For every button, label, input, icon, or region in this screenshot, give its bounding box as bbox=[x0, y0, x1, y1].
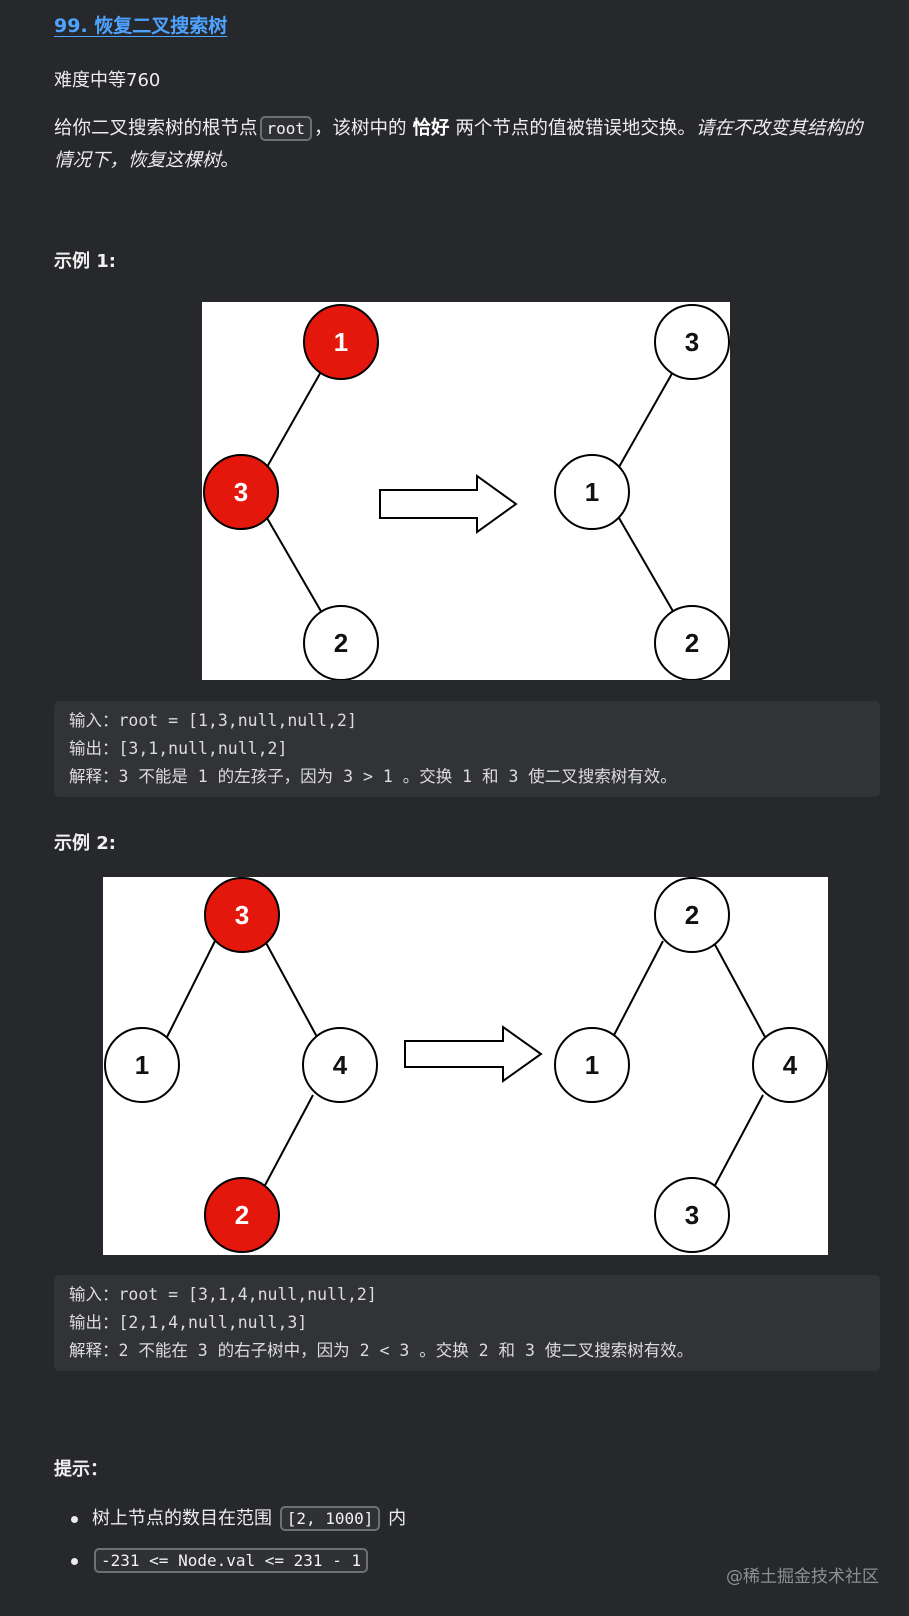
svg-text:3: 3 bbox=[685, 327, 699, 357]
desc-end: 。 bbox=[220, 150, 240, 171]
watermark: @稀土掘金技术社区 bbox=[726, 1567, 879, 1587]
example-1-tree-diagram: 1 3 2 3 1 2 bbox=[203, 304, 730, 680]
tree-node: 3 bbox=[203, 454, 279, 530]
example-2-tree-diagram: 3 1 4 2 2 1 bbox=[104, 877, 828, 1253]
svg-text:2: 2 bbox=[235, 1200, 249, 1230]
edge bbox=[618, 517, 675, 614]
list-item: -231 <= Node.val <= 231 - 1 bbox=[54, 1545, 406, 1587]
tip-2-code: -231 <= Node.val <= 231 - 1 bbox=[94, 1548, 369, 1573]
desc-text-3: 两个节点的值被错误地交换。 bbox=[455, 118, 696, 139]
tips-list: 树上节点的数目在范围 [2, 1000] 内 -231 <= Node.val … bbox=[54, 1503, 406, 1587]
example-2-explanation: 解释：2 不能在 3 的右子树中，因为 2 < 3 。交换 2 和 3 使二叉搜… bbox=[69, 1341, 694, 1360]
edge bbox=[612, 940, 664, 1038]
svg-text:3: 3 bbox=[235, 900, 249, 930]
tree-node: 2 bbox=[303, 605, 379, 680]
tree-node: 4 bbox=[752, 1027, 828, 1103]
edge bbox=[266, 517, 323, 614]
desc-text-1: 给你二叉搜索树的根节点 bbox=[54, 118, 258, 139]
example-2-output: 输出：[2,1,4,null,null,3] bbox=[69, 1313, 308, 1332]
example-2-figure: 3 1 4 2 2 1 bbox=[103, 877, 828, 1255]
example-1-input: 输入：root = [1,3,null,null,2] bbox=[69, 711, 357, 730]
example-1-output: 输出：[3,1,null,null,2] bbox=[69, 739, 288, 758]
difficulty-label: 难度中等760 bbox=[54, 70, 161, 91]
tree-node: 2 bbox=[654, 877, 730, 953]
tree-node: 3 bbox=[654, 1177, 730, 1253]
example-1-explanation: 解释：3 不能是 1 的左孩子，因为 3 > 1 。交换 1 和 3 使二叉搜索… bbox=[69, 767, 677, 786]
tree-node: 2 bbox=[654, 605, 730, 680]
svg-text:1: 1 bbox=[334, 327, 348, 357]
example-2-input: 输入：root = [3,1,4,null,null,2] bbox=[69, 1285, 377, 1304]
root-code: root bbox=[259, 116, 313, 141]
tree-node: 1 bbox=[554, 454, 630, 530]
svg-text:4: 4 bbox=[783, 1050, 798, 1080]
svg-text:3: 3 bbox=[685, 1200, 699, 1230]
example-1-figure: 1 3 2 3 1 2 bbox=[202, 302, 730, 680]
example-2-before-tree: 3 1 4 2 bbox=[104, 877, 378, 1253]
svg-text:3: 3 bbox=[234, 477, 248, 507]
edge bbox=[618, 369, 675, 468]
example-1-before-tree: 1 3 2 bbox=[203, 304, 379, 680]
svg-text:4: 4 bbox=[333, 1050, 348, 1080]
edge bbox=[712, 940, 766, 1038]
example-1-title: 示例 1: bbox=[54, 251, 116, 272]
example-2-code-block: 输入：root = [3,1,4,null,null,2] 输出：[2,1,4,n… bbox=[54, 1275, 880, 1371]
edge bbox=[262, 1094, 314, 1190]
problem-title[interactable]: 99. 恢复二叉搜索树 bbox=[54, 15, 228, 37]
tip-1-code: [2, 1000] bbox=[279, 1506, 381, 1531]
edge bbox=[264, 940, 318, 1038]
tip-1-end: 内 bbox=[388, 1508, 407, 1529]
desc-text-2: ，该树中的 bbox=[314, 118, 407, 139]
example-1-code-block: 输入：root = [1,3,null,null,2] 输出：[3,1,null,… bbox=[54, 701, 880, 797]
tree-node: 1 bbox=[554, 1027, 630, 1103]
tree-node: 3 bbox=[654, 304, 730, 380]
edge bbox=[712, 1094, 764, 1190]
svg-text:1: 1 bbox=[585, 1050, 599, 1080]
svg-text:1: 1 bbox=[135, 1050, 149, 1080]
tips-title: 提示： bbox=[54, 1459, 108, 1480]
tree-node: 3 bbox=[204, 877, 280, 953]
arrow-icon bbox=[379, 474, 518, 534]
tree-node: 4 bbox=[302, 1027, 378, 1103]
tree-node: 1 bbox=[303, 304, 379, 380]
desc-bold: 恰好 bbox=[412, 118, 450, 139]
svg-text:2: 2 bbox=[334, 628, 348, 658]
arrow-icon bbox=[404, 1025, 543, 1083]
desc-italic: 请在不改变其结构的情况下，恢复这棵树 bbox=[54, 118, 863, 171]
svg-text:2: 2 bbox=[685, 628, 699, 658]
example-2-title: 示例 2: bbox=[54, 833, 116, 854]
example-1-after-tree: 3 1 2 bbox=[554, 304, 730, 680]
svg-text:1: 1 bbox=[585, 477, 599, 507]
tree-node: 1 bbox=[104, 1027, 180, 1103]
tree-node: 2 bbox=[204, 1177, 280, 1253]
edge bbox=[166, 940, 216, 1038]
list-item: 树上节点的数目在范围 [2, 1000] 内 bbox=[54, 1503, 406, 1545]
example-2-after-tree: 2 1 4 3 bbox=[554, 877, 828, 1253]
tip-1-text: 树上节点的数目在范围 bbox=[92, 1508, 272, 1529]
edge bbox=[266, 369, 323, 468]
svg-text:2: 2 bbox=[685, 900, 699, 930]
